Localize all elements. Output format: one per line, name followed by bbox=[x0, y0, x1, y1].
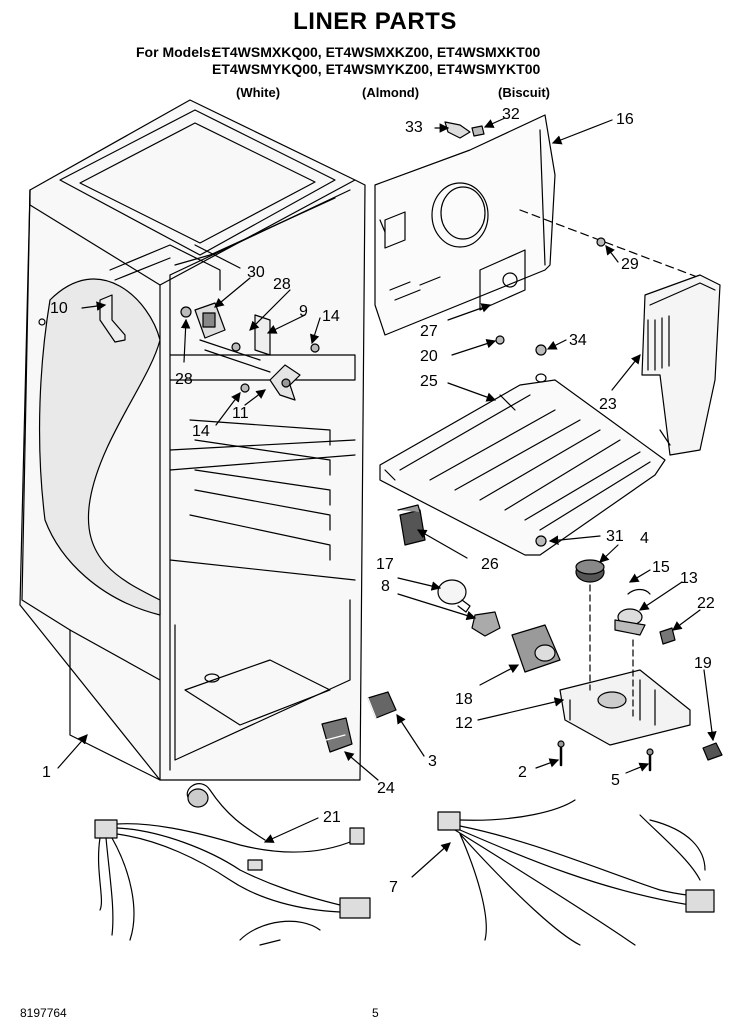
label-18: 18 bbox=[455, 691, 473, 708]
liner-cabinet bbox=[19, 99, 366, 781]
doc-number: 8197764 bbox=[20, 1006, 67, 1020]
crisper-cover bbox=[379, 373, 666, 556]
rear-panel bbox=[374, 114, 556, 336]
wire-harness-7 bbox=[437, 799, 715, 946]
label-8: 8 bbox=[381, 578, 390, 595]
label-15: 15 bbox=[652, 559, 670, 576]
label-5: 5 bbox=[611, 772, 620, 789]
label-26: 26 bbox=[481, 556, 499, 573]
label-25: 25 bbox=[420, 373, 438, 390]
label-27: 27 bbox=[420, 323, 438, 340]
label-16: 16 bbox=[616, 111, 634, 128]
label-4: 4 bbox=[640, 530, 649, 547]
label-33: 33 bbox=[405, 119, 423, 136]
screw-2 bbox=[557, 740, 565, 767]
small-screws bbox=[180, 237, 606, 547]
models-line-1: ET4WSMXKQ00, ET4WSMXKZ00, ET4WSMXKT00 bbox=[212, 44, 541, 60]
label-34: 34 bbox=[569, 332, 587, 349]
label-23: 23 bbox=[599, 396, 617, 413]
label-28-top: 28 bbox=[273, 276, 291, 293]
thermostat bbox=[614, 608, 646, 636]
label-7: 7 bbox=[389, 879, 398, 896]
label-21: 21 bbox=[323, 809, 341, 826]
label-17: 17 bbox=[376, 556, 394, 573]
color-biscuit: (Biscuit) bbox=[498, 85, 550, 100]
label-2: 2 bbox=[518, 764, 527, 781]
label-3: 3 bbox=[428, 753, 437, 770]
spring bbox=[627, 588, 651, 595]
page-number: 5 bbox=[372, 1006, 379, 1020]
temperature-control bbox=[194, 302, 271, 373]
label-13: 13 bbox=[680, 570, 698, 587]
label-28-left: 28 bbox=[175, 371, 193, 388]
label-29: 29 bbox=[621, 256, 639, 273]
label-11: 11 bbox=[232, 405, 249, 422]
label-12: 12 bbox=[455, 715, 473, 732]
screws-32-33 bbox=[444, 121, 485, 139]
label-24: 24 bbox=[377, 780, 395, 797]
models-line-2: ET4WSMYKQ00, ET4WSMYKZ00, ET4WSMYKT00 bbox=[212, 61, 541, 77]
model-list: For Models:ET4WSMXKQ00, ET4WSMXKZ00, ET4… bbox=[136, 44, 540, 78]
part-labels: 33 32 16 29 27 20 34 25 23 10 30 28 9 14… bbox=[42, 106, 715, 896]
light-bulb bbox=[437, 579, 471, 613]
wire-harness-21 bbox=[94, 783, 371, 946]
label-30: 30 bbox=[247, 264, 265, 281]
models-prefix: For Models: bbox=[136, 44, 216, 60]
label-14-left: 14 bbox=[192, 423, 210, 440]
label-14-right: 14 bbox=[322, 308, 340, 325]
crisper-control bbox=[397, 504, 426, 546]
label-22: 22 bbox=[697, 595, 715, 612]
label-1: 1 bbox=[42, 764, 51, 781]
panel-leader bbox=[519, 209, 701, 279]
light-socket bbox=[471, 611, 501, 637]
control-knob bbox=[575, 559, 605, 583]
screw-5 bbox=[646, 748, 654, 772]
color-almond: (Almond) bbox=[362, 85, 420, 100]
label-31: 31 bbox=[606, 528, 624, 545]
label-32: 32 bbox=[502, 106, 520, 123]
leader-lines bbox=[57, 117, 717, 878]
label-19: 19 bbox=[694, 655, 712, 672]
light-shield bbox=[511, 624, 561, 673]
fan-bracket bbox=[254, 314, 271, 356]
color-white: (White) bbox=[236, 85, 281, 100]
connector-3 bbox=[367, 691, 397, 719]
connector-24 bbox=[321, 717, 353, 753]
knob-leaders bbox=[589, 584, 634, 721]
label-10: 10 bbox=[50, 300, 68, 317]
label-20: 20 bbox=[420, 348, 438, 365]
air-duct bbox=[641, 274, 721, 456]
bracket-10 bbox=[99, 294, 126, 343]
page-title: LINER PARTS bbox=[293, 8, 457, 35]
control-housing bbox=[559, 669, 691, 746]
part-22 bbox=[659, 627, 676, 645]
fan-blade bbox=[269, 364, 301, 401]
clip-19 bbox=[702, 742, 723, 761]
label-9: 9 bbox=[299, 303, 308, 320]
